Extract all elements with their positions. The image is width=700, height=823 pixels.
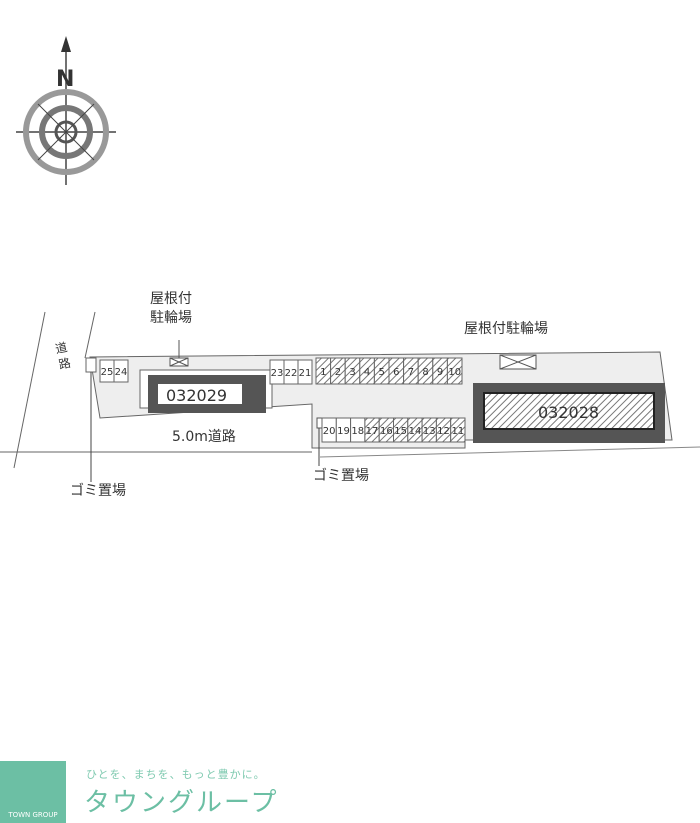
parking-space-number: 11 [451,426,464,437]
parking-space [446,357,463,385]
parking-space-number: 12 [437,426,450,437]
parking-space-number: 8 [422,367,428,378]
tagline: ひとを、まちを、もっと豊かに。 [86,768,266,781]
covered-bike-parking-label: 屋根付駐輪場 [464,321,548,337]
parking-space-number: 3 [349,367,355,378]
parking-space-number: 13 [423,426,436,437]
building-id-032029: 032029 [166,386,227,405]
parking-space-number: 15 [394,426,407,437]
parking-space-number: 18 [351,426,364,437]
parking-space-number: 24 [115,367,128,378]
parking-space-number: 25 [101,367,114,378]
town-group-logo: TOWN GROUP [0,761,66,823]
parking-space-number: 9 [437,367,443,378]
parking-space-number: 22 [285,368,298,379]
parking-space [450,417,466,443]
parking-space-number: 19 [337,426,350,437]
parking-space-number: 16 [380,426,393,437]
parking-space-number: 7 [408,367,414,378]
parking-space-number: 21 [299,368,312,379]
parking-space-number: 6 [393,367,399,378]
parking-space-number: 20 [323,426,336,437]
compass-icon: N [16,36,116,185]
garbage-area-label: ゴミ置場 [313,468,369,484]
parking-space-number: 5 [379,367,385,378]
north-label: N [56,67,74,92]
parking-space-number: 23 [271,368,284,379]
parking-space [297,359,313,385]
brand-name: タウングループ [84,788,279,818]
covered-bike-parking-label: 屋根付 駐輪場 [150,291,192,326]
parking-space-number: 4 [364,367,370,378]
parking-space-number: 14 [409,426,422,437]
parking-space-number: 10 [448,367,461,378]
parking-space-number: 1 [320,367,326,378]
road-width-label: 5.0m道路 [172,429,236,445]
parking-space-number: 17 [366,426,379,437]
parking-space [113,359,129,383]
parking-space-number: 2 [335,367,341,378]
building-id-032028: 032028 [538,403,599,422]
garbage-area-label: ゴミ置場 [70,483,126,499]
